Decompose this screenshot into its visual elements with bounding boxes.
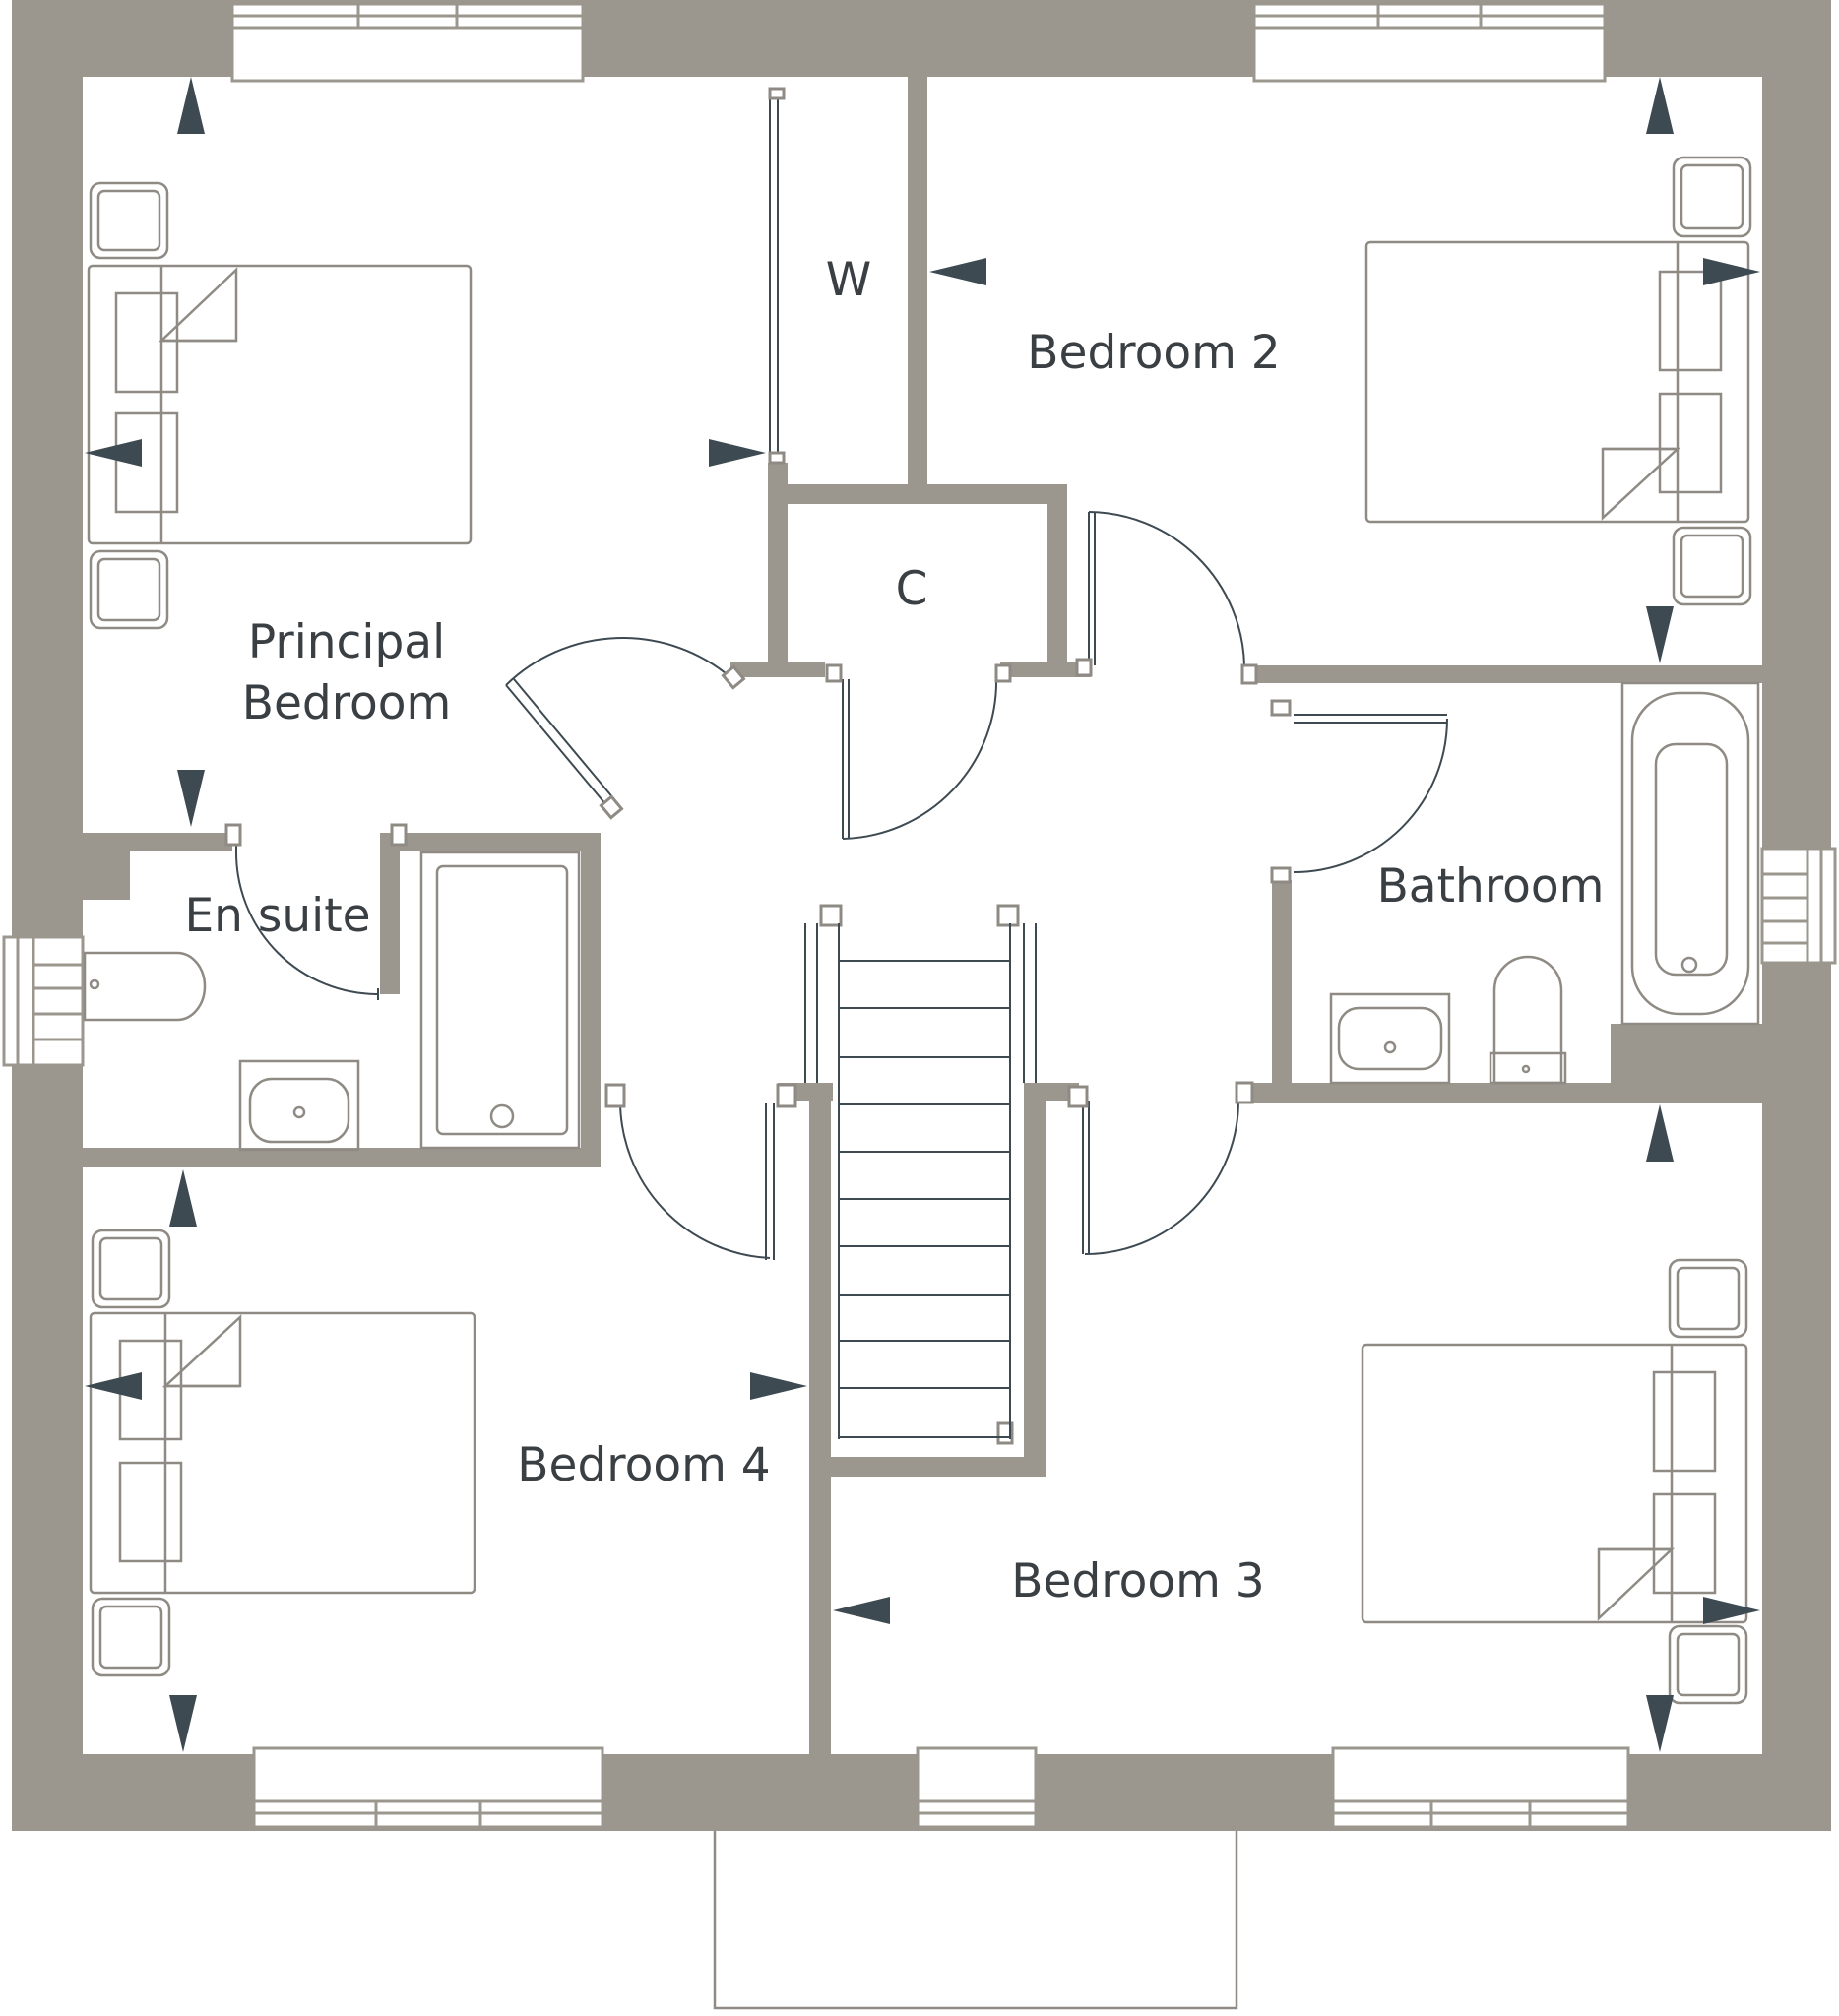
arrow-bedroom3-bottom xyxy=(1646,1695,1674,1752)
label-wardrobe: W xyxy=(826,253,871,307)
door-bedroom2 xyxy=(1075,511,1258,685)
windows xyxy=(2,2,1837,1829)
ensuite-basin xyxy=(238,1059,360,1152)
stair-left-wall xyxy=(809,1083,831,1754)
bedroom4-bed xyxy=(89,1311,476,1595)
bedroom2-bed xyxy=(1364,240,1750,524)
ensuite-bottom-wall xyxy=(83,1148,601,1167)
label-bedroom2: Bedroom 2 xyxy=(1027,326,1280,380)
door-principal xyxy=(505,637,746,820)
arrow-bedroom2-left xyxy=(929,258,986,285)
principal-bedside-top xyxy=(89,181,169,260)
label-cupboard: C xyxy=(896,562,928,616)
bathroom-bottom-wall xyxy=(1248,1083,1611,1102)
dimension-arrows xyxy=(85,77,1760,1752)
ensuite-top-wall-left xyxy=(83,833,232,850)
cupboard-door-right-stub xyxy=(1000,662,1091,677)
bathroom-left-wall xyxy=(1272,880,1292,1085)
ensuite-shower xyxy=(419,850,581,1150)
doors xyxy=(224,511,1448,1260)
staircase xyxy=(804,904,1037,1445)
arrow-bedroom2-right xyxy=(1703,258,1760,285)
label-bedroom3: Bedroom 3 xyxy=(1011,1554,1264,1608)
window-bedroom2-top xyxy=(1252,2,1607,83)
label-bathroom: Bathroom xyxy=(1377,859,1605,914)
window-principal-top xyxy=(230,2,585,83)
internal-walls xyxy=(83,77,1762,1754)
door-bathroom xyxy=(1270,699,1448,884)
bedroom3-bed xyxy=(1361,1343,1748,1624)
arrow-bedroom2-top xyxy=(1646,77,1674,134)
door-bedroom3 xyxy=(1067,1081,1254,1255)
ensuite-toilet xyxy=(83,951,207,1022)
wardrobe-divider-wall xyxy=(908,77,927,488)
arrow-bedroom4-right xyxy=(750,1372,807,1400)
bedroom3-bedside-top xyxy=(1668,1258,1748,1339)
window-bedroom3-bottom xyxy=(1331,1746,1630,1829)
arrow-bedroom4-top xyxy=(169,1169,197,1227)
porch-outline xyxy=(713,1831,1238,2010)
stair-right-stub xyxy=(1024,1083,1079,1101)
cupboard-left-wall xyxy=(768,484,788,669)
window-ensuite-left xyxy=(2,935,85,1067)
ensuite-top-wall-right xyxy=(398,833,599,850)
label-en-suite: En suite xyxy=(184,889,370,943)
window-bathroom-right xyxy=(1760,847,1837,965)
arrow-bedroom4-bottom xyxy=(169,1695,197,1752)
bedroom2-bedside-top xyxy=(1672,156,1752,238)
wardrobe-doors xyxy=(768,87,786,465)
arrow-principal-bottom xyxy=(177,770,205,827)
bedroom4-bedside-top xyxy=(91,1228,171,1309)
label-principal-line2: Bedroom xyxy=(242,676,452,730)
arrow-bedroom3-right xyxy=(1703,1597,1760,1624)
bathroom-bath xyxy=(1620,681,1760,1026)
bathroom-top-wall xyxy=(1248,665,1762,683)
bedroom4-bedside-bottom xyxy=(91,1597,171,1677)
stair-right-wall xyxy=(1024,1083,1046,1477)
arrow-principal-left xyxy=(85,439,142,467)
arrow-bedroom2-bottom xyxy=(1646,606,1674,663)
cupboard-top-wall xyxy=(768,484,1067,504)
window-bedroom4-bottom xyxy=(252,1746,604,1829)
window-landing-bottom xyxy=(916,1746,1038,1829)
room-labels: Principal Bedroom Bedroom 2 Bedroom 3 Be… xyxy=(184,253,1604,1608)
principal-bedside-bottom xyxy=(89,549,169,630)
principal-bed xyxy=(87,264,473,545)
label-principal-line1: Principal xyxy=(248,615,445,669)
wardrobe-corner xyxy=(768,463,788,492)
right-wall-bump xyxy=(1611,1024,1762,1102)
ensuite-shower-partition xyxy=(380,833,400,994)
door-cupboard xyxy=(825,663,1012,840)
arrow-principal-right xyxy=(709,439,766,467)
left-wall xyxy=(12,0,83,1831)
bathroom-basin xyxy=(1329,992,1451,1085)
bedroom2-bedside-bottom xyxy=(1672,526,1752,606)
stair-bottom-wall xyxy=(809,1457,1046,1477)
arrow-bedroom4-left xyxy=(85,1372,142,1400)
door-bedroom4 xyxy=(604,1083,797,1260)
label-bedroom4: Bedroom 4 xyxy=(517,1438,770,1492)
bathroom-toilet xyxy=(1489,955,1567,1085)
cupboard-door-left-stub xyxy=(730,662,825,677)
arrow-bedroom3-top xyxy=(1646,1104,1674,1162)
arrow-bedroom3-left xyxy=(833,1597,890,1624)
cupboard-right-wall xyxy=(1047,484,1067,669)
arrow-principal-top xyxy=(177,77,205,134)
ensuite-right-wall xyxy=(581,833,601,1167)
door-ensuite xyxy=(224,823,408,1000)
bedroom3-bedside-bottom xyxy=(1668,1624,1748,1705)
